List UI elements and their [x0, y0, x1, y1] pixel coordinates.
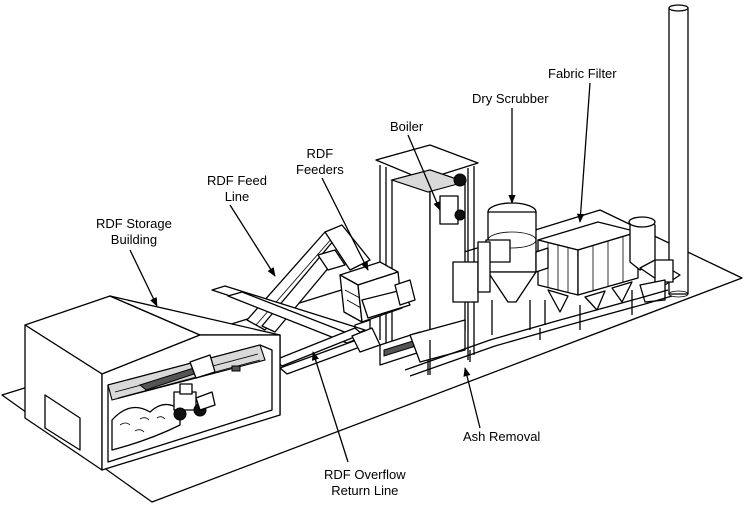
exhaust-stack [668, 4, 689, 298]
label-rdf-feeders: RDF Feeders [296, 146, 344, 178]
label-leaders [129, 82, 591, 463]
label-rdf-overflow-return-line: RDF Overflow Return Line [324, 467, 406, 499]
label-dry-scrubber: Dry Scrubber [472, 91, 549, 106]
fabric-filter [537, 216, 681, 330]
label-rdf-overflow-line2: Return Line [331, 483, 399, 498]
label-rdf-feed-line: RDF Feed Line [207, 173, 267, 205]
ground-piping [404, 289, 673, 377]
dry-scrubber [485, 202, 549, 335]
label-rdf-storage-building: RDF Storage Building [96, 216, 172, 248]
label-rdf-storage-line1: RDF Storage [96, 216, 172, 231]
label-rdf-feeders-line1: RDF [306, 146, 334, 161]
rdf-overflow-return-line [211, 285, 381, 375]
label-rdf-overflow-line1: RDF Overflow [324, 467, 406, 482]
label-rdf-feeders-line2: Feeders [296, 162, 344, 177]
label-boiler: Boiler [390, 119, 424, 134]
label-fabric-filter: Fabric Filter [548, 66, 617, 81]
label-rdf-storage-line2: Building [110, 232, 158, 247]
label-rdf-feed-line-line2: Line [224, 189, 250, 204]
rdf-feeders [339, 261, 416, 346]
label-rdf-feed-line-line1: RDF Feed [207, 173, 267, 188]
label-ash-removal: Ash Removal [463, 429, 541, 444]
rdf-storage-building [24, 295, 281, 471]
